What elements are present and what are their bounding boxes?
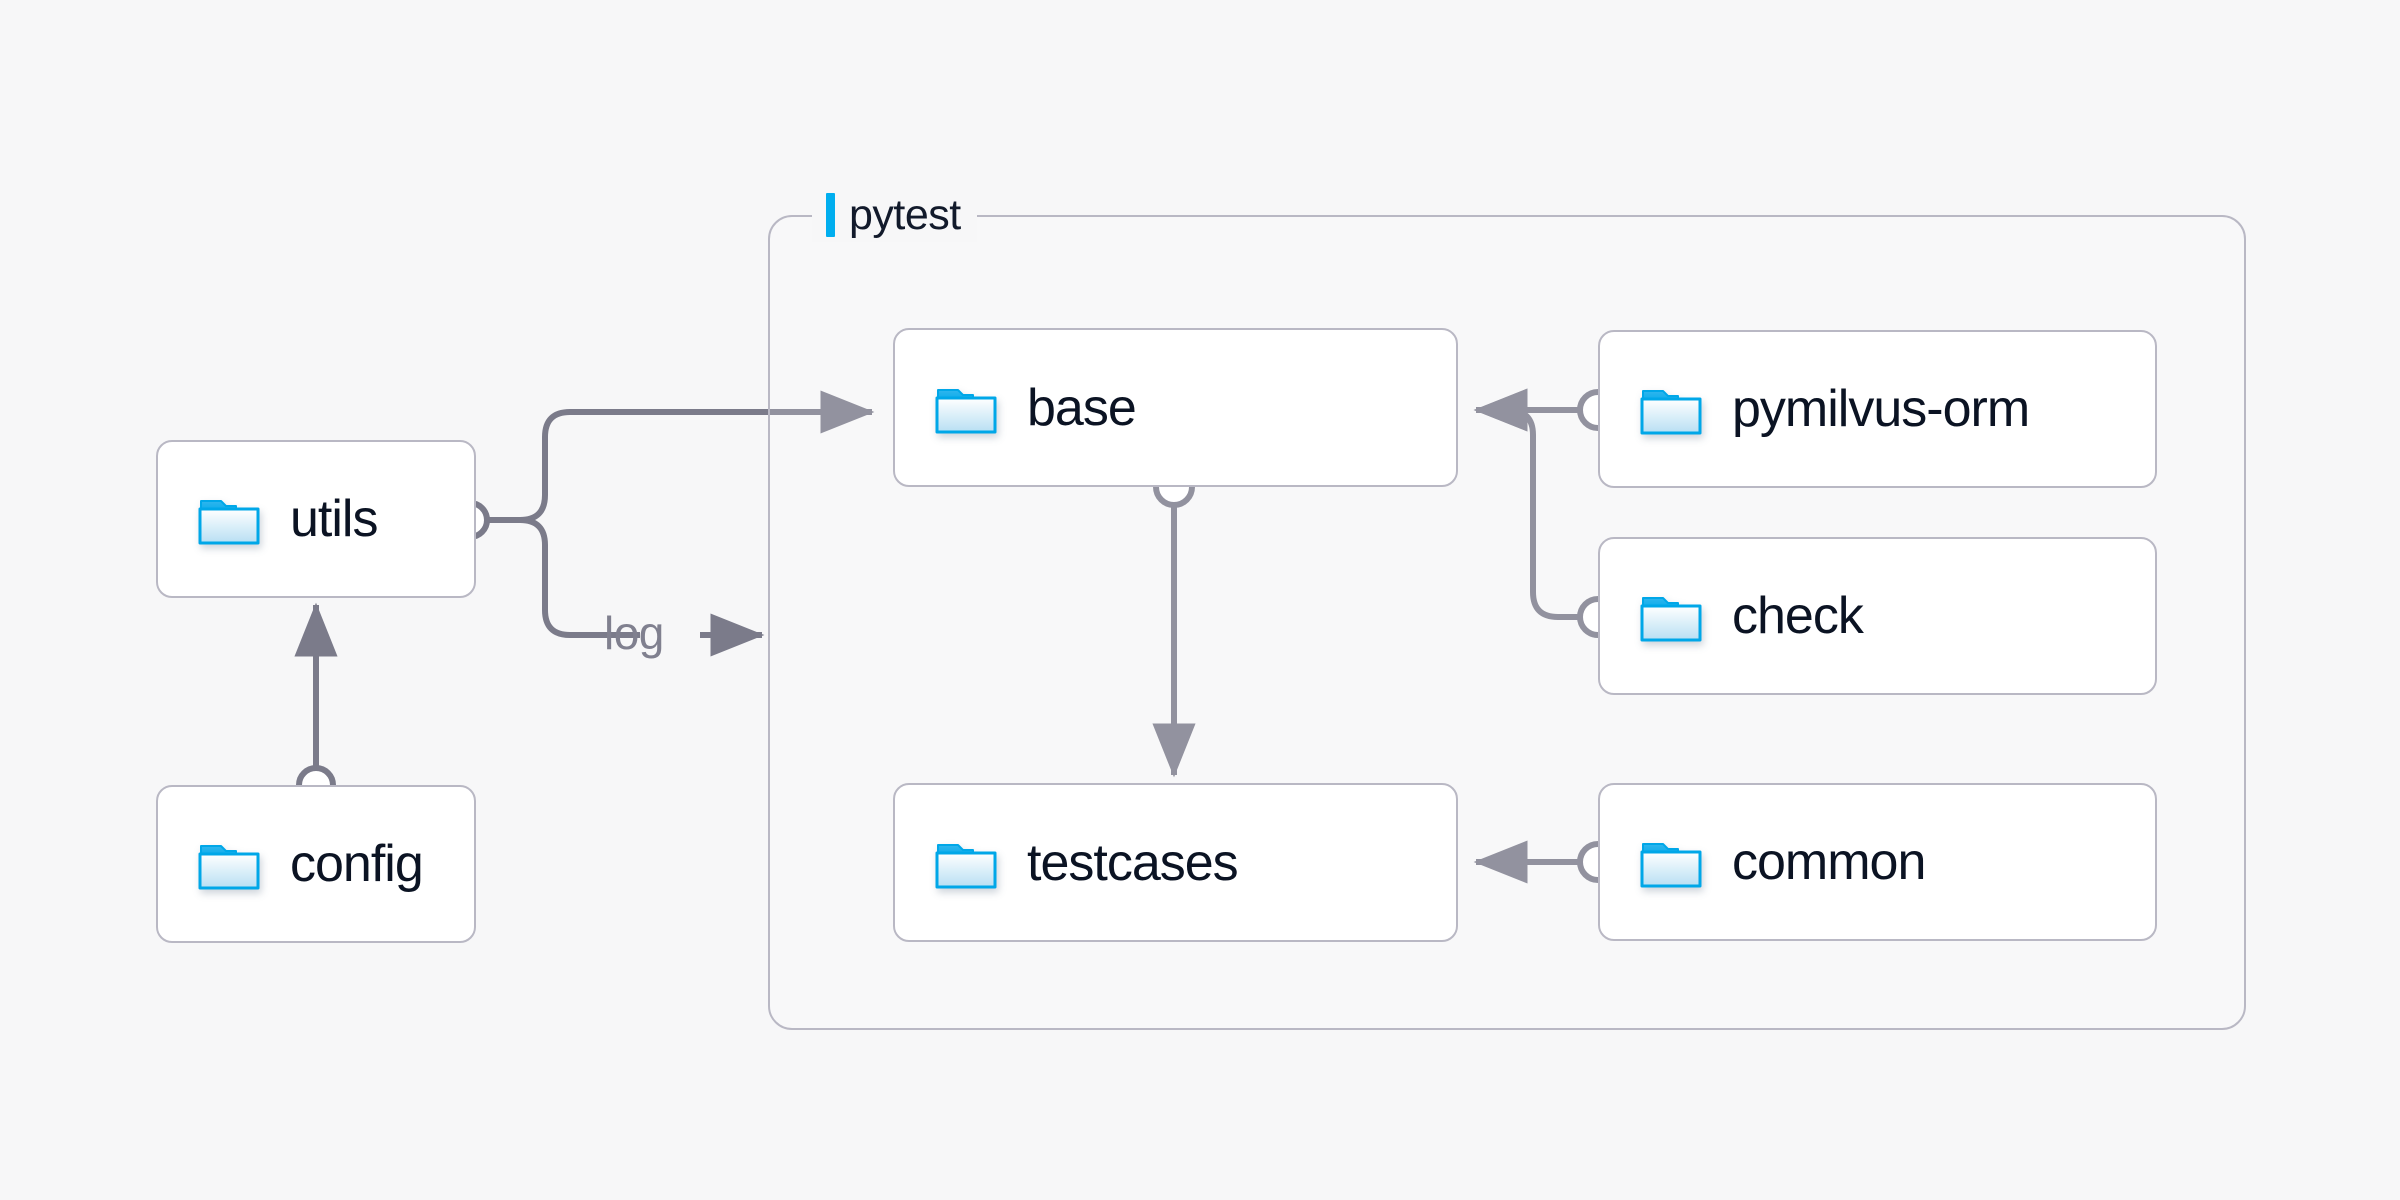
folder-icon: [1640, 835, 1702, 889]
edge-label-log: log: [604, 607, 664, 659]
node-check[interactable]: check: [1598, 537, 2157, 695]
folder-icon: [935, 836, 997, 890]
folder-icon: [198, 837, 260, 891]
folder-icon: [1640, 382, 1702, 436]
node-label: pymilvus-orm: [1732, 380, 2030, 438]
folder-icon: [935, 381, 997, 435]
folder-icon: [1640, 589, 1702, 643]
group-label-text: pytest: [849, 190, 961, 239]
node-config[interactable]: config: [156, 785, 476, 943]
folder-icon: [198, 492, 260, 546]
node-label: common: [1732, 833, 1926, 891]
node-label: config: [290, 835, 424, 893]
group-label-pytest: pytest: [812, 188, 977, 242]
node-label: testcases: [1027, 833, 1239, 892]
edge-config-to-utils: [294, 602, 338, 805]
node-common[interactable]: common: [1598, 783, 2157, 941]
node-utils[interactable]: utils: [156, 440, 476, 598]
node-pymilvus-orm[interactable]: pymilvus-orm: [1598, 330, 2157, 488]
node-label: base: [1027, 378, 1137, 437]
node-base[interactable]: base: [893, 328, 1458, 487]
node-label: utils: [290, 490, 378, 548]
node-label: check: [1732, 587, 1864, 645]
node-testcases[interactable]: testcases: [893, 783, 1458, 942]
group-accent-bar: [826, 193, 835, 237]
